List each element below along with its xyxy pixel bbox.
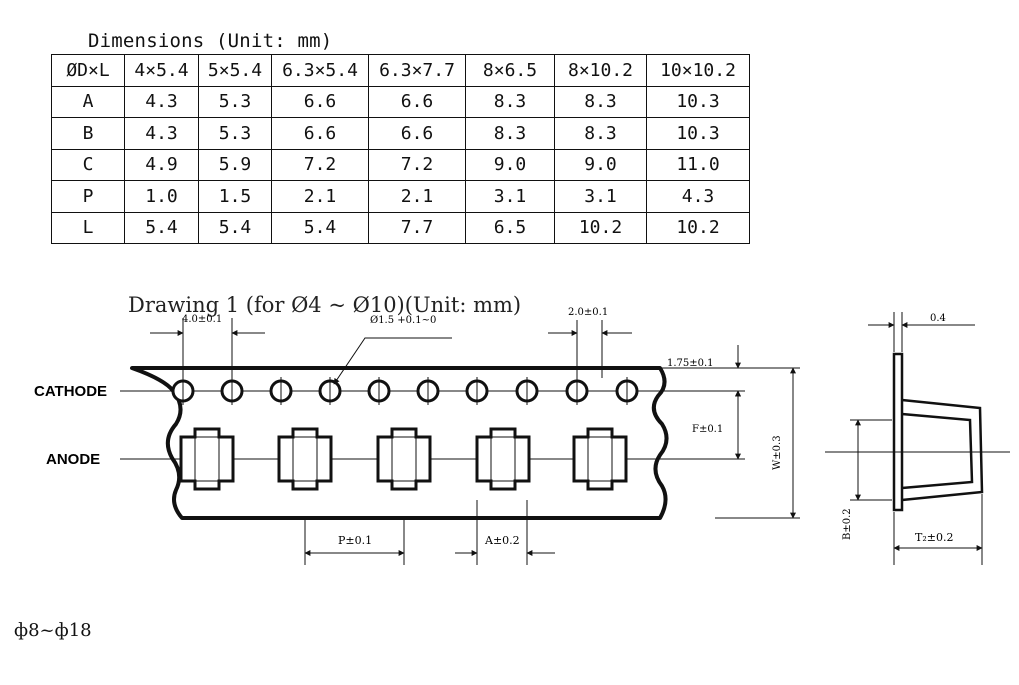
dim-top-right-text: 2.0±0.1 <box>568 307 608 318</box>
cathode-label: CATHODE <box>34 383 107 400</box>
table-header-cell: ØD×L <box>51 54 125 87</box>
anode-label: ANODE <box>46 451 100 468</box>
table-cell: 8.3 <box>465 117 555 150</box>
dim-top-right <box>548 320 632 378</box>
dim-thickness-text: 0.4 <box>930 313 946 324</box>
dim-edge <box>660 345 745 412</box>
dim-b-side-text: B±0.2 <box>842 508 853 540</box>
component-pocket <box>475 427 531 491</box>
sprocket-hole <box>318 377 342 405</box>
component-pocket <box>179 427 235 491</box>
table-cell: 9.0 <box>465 148 555 181</box>
table-cell: 5.4 <box>124 211 199 244</box>
table-cell: 1.5 <box>198 180 272 213</box>
dim-p-text: P±0.1 <box>338 534 372 547</box>
dim-t2-text: T₂±0.2 <box>915 531 953 544</box>
dimensions-caption: Dimensions (Unit: mm) <box>88 30 333 52</box>
size-range-note: ф8~ф18 <box>14 620 92 641</box>
component-pocket <box>376 427 432 491</box>
sprocket-hole <box>220 377 244 405</box>
table-cell: 2.1 <box>271 180 369 213</box>
table-cell: 3.1 <box>554 180 647 213</box>
sprocket-hole <box>416 377 440 405</box>
table-cell: 6.6 <box>368 85 466 118</box>
component-pockets <box>179 427 628 491</box>
table-header-cell: 6.3×5.4 <box>271 54 369 87</box>
sprocket-holes <box>171 377 639 405</box>
table-cell: 4.3 <box>124 85 199 118</box>
dim-thickness <box>868 312 975 352</box>
sprocket-hole <box>171 377 195 405</box>
table-cell: 4.3 <box>124 117 199 150</box>
pocket-side-view <box>892 352 984 512</box>
table-cell: 6.5 <box>465 211 555 244</box>
sprocket-hole <box>269 377 293 405</box>
table-header-cell: 4×5.4 <box>124 54 199 87</box>
dim-pitch-top <box>150 318 265 378</box>
table-cell: 6.6 <box>271 117 369 150</box>
sprocket-hole <box>367 377 391 405</box>
table-cell: 10.3 <box>646 85 750 118</box>
carrier-tape <box>130 366 669 520</box>
table-header-cell: 10×10.2 <box>646 54 750 87</box>
table-cell: 8.3 <box>554 85 647 118</box>
dim-t2 <box>893 494 983 565</box>
table-cell: 7.2 <box>368 148 466 181</box>
table-cell: 7.2 <box>271 148 369 181</box>
dim-p <box>304 518 405 565</box>
component-pocket <box>277 427 333 491</box>
table-cell: 5.4 <box>271 211 369 244</box>
table-cell: L <box>51 211 125 244</box>
dim-pitch-top-text: 4.0±0.1 <box>182 314 222 325</box>
dim-hole-leader <box>333 337 452 385</box>
table-cell: 4.3 <box>646 180 750 213</box>
table-cell: 7.7 <box>368 211 466 244</box>
table-cell: 5.3 <box>198 117 272 150</box>
table-header-cell: 6.3×7.7 <box>368 54 466 87</box>
table-cell: 5.4 <box>198 211 272 244</box>
sprocket-hole <box>615 377 639 405</box>
table-cell: B <box>51 117 125 150</box>
table-header-cell: 8×10.2 <box>554 54 647 87</box>
dim-edge-text: 1.75±0.1 <box>667 358 714 369</box>
table-cell: 10.2 <box>646 211 750 244</box>
dim-hole-text: Ø1.5 +0.1~0 <box>370 315 436 326</box>
dim-f-text: F±0.1 <box>692 424 723 435</box>
table-cell: 8.3 <box>465 85 555 118</box>
sprocket-hole <box>565 377 589 405</box>
table-cell: 9.0 <box>554 148 647 181</box>
table-cell: 6.6 <box>271 85 369 118</box>
sprocket-hole <box>515 377 539 405</box>
dim-a <box>455 500 555 565</box>
dim-w-text: W±0.3 <box>772 435 783 470</box>
table-cell: 10.2 <box>554 211 647 244</box>
sprocket-hole <box>465 377 489 405</box>
drawing-title: Drawing 1 (for Ø4 ~ Ø10)(Unit: mm) <box>128 293 521 317</box>
table-cell: 3.1 <box>465 180 555 213</box>
table-header-cell: 5×5.4 <box>198 54 272 87</box>
dim-a-text: A±0.2 <box>484 534 520 547</box>
component-pocket <box>572 427 628 491</box>
